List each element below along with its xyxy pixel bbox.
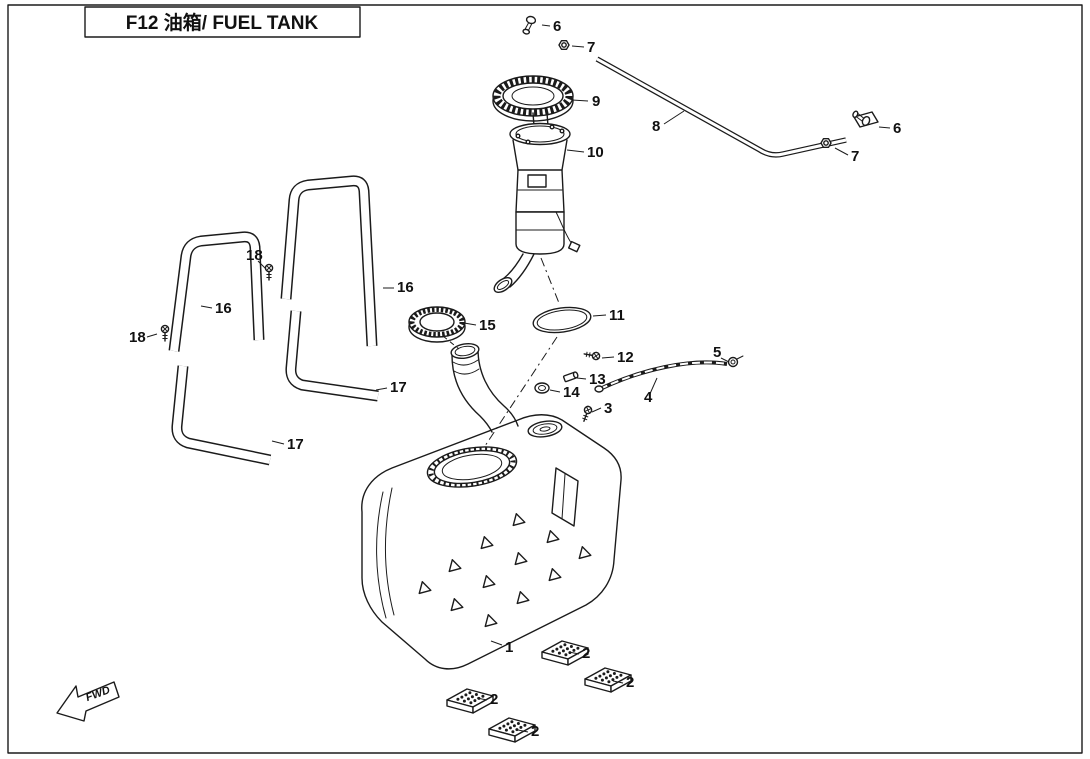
part-fuel-tank	[361, 342, 622, 670]
part-screw-tank-top	[579, 404, 594, 424]
callout-2-c: 2	[490, 691, 498, 708]
callout-2-d: 2	[531, 723, 539, 740]
part-strap-screw-upper	[264, 263, 274, 281]
callout-16-left: 16	[215, 300, 232, 317]
callout-18-lower: 18	[129, 329, 146, 346]
callout-2-b: 2	[626, 674, 634, 691]
title-box	[84, 6, 361, 38]
part-rubber-pad-4	[488, 717, 536, 743]
part-tank-strap-upper-right	[280, 175, 378, 347]
part-tank-strap-upper-left	[168, 231, 265, 352]
callout-7-top: 7	[587, 39, 595, 56]
leader-lines	[146, 24, 891, 733]
callout-4: 4	[644, 389, 653, 406]
callout-15: 15	[479, 317, 496, 334]
callout-7-right: 7	[851, 148, 859, 165]
part-joint-fitting	[562, 371, 579, 383]
part-nut-top	[558, 40, 570, 50]
page-title: F12 油箱/ FUEL TANK	[126, 11, 319, 34]
part-fuel-pipe	[595, 56, 847, 158]
callout-17-right: 17	[390, 379, 407, 396]
callout-labels: 6 7 9 10 8 6 7 11 12 13 14 3 4 5 15 16 1…	[129, 18, 901, 740]
callout-11: 11	[609, 307, 625, 324]
part-rubber-pad-2	[584, 667, 632, 693]
part-rubber-pad-3	[446, 688, 494, 714]
callout-17-left: 17	[287, 436, 304, 453]
callout-5: 5	[713, 344, 721, 361]
part-tank-strap-lower-right	[285, 310, 379, 402]
callout-1: 1	[505, 639, 513, 656]
part-fuel-cap	[408, 306, 466, 350]
callout-18-upper: 18	[246, 247, 263, 264]
part-screw-12	[582, 349, 601, 361]
part-nut-right	[820, 137, 832, 149]
part-tank-strap-lower-left	[171, 365, 272, 466]
page-border	[7, 4, 1083, 754]
part-fuel-pump-assembly	[484, 112, 581, 447]
callout-8: 8	[652, 118, 660, 135]
callout-6-top: 6	[553, 18, 561, 35]
callout-10: 10	[587, 144, 604, 161]
fwd-direction-arrow: FWD	[56, 681, 120, 722]
callout-16-right: 16	[397, 279, 414, 296]
callout-9: 9	[592, 93, 600, 110]
part-screw-bolt-right	[850, 109, 879, 128]
part-hose-clip	[727, 355, 744, 368]
part-o-ring-seal	[532, 306, 592, 334]
callout-13: 13	[589, 371, 606, 388]
callout-14: 14	[563, 384, 580, 401]
callout-3: 3	[604, 400, 612, 417]
part-fuel-hose	[594, 360, 728, 393]
part-screw-bolt-top	[521, 14, 537, 37]
callout-2-a: 2	[582, 645, 590, 662]
callout-12: 12	[617, 349, 634, 366]
callout-6-right: 6	[893, 120, 901, 137]
part-grommet	[534, 382, 550, 394]
part-strap-screw-lower	[160, 324, 170, 342]
